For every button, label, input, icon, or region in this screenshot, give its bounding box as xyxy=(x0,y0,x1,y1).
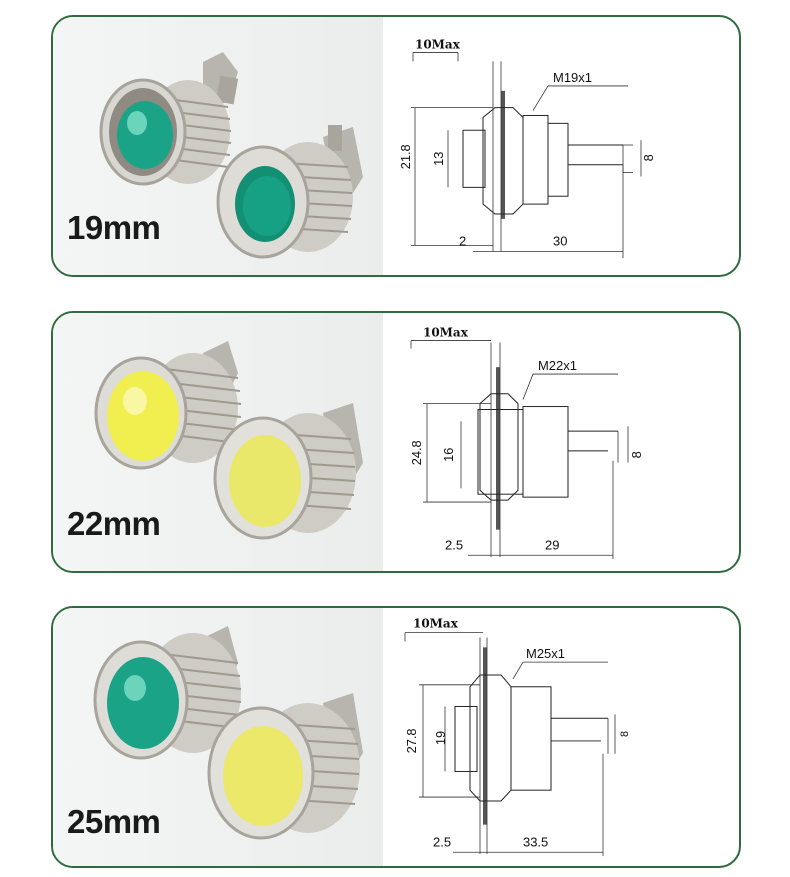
panel xyxy=(501,90,505,219)
dome-indicator-lamp-image xyxy=(99,52,239,186)
size-label: 22mm xyxy=(67,505,161,542)
length-dimension: 29 xyxy=(545,537,559,552)
technical-drawing: 10Max M19x1 21.8 13 8 2 xyxy=(383,17,739,275)
product-photo: 25mm xyxy=(53,608,383,866)
product-card-22mm: 22mm 10Max M22x1 24.8 16 8 2.5 xyxy=(51,311,741,573)
pin-dimension: 8 xyxy=(641,154,656,161)
height-dimension: 24.8 xyxy=(409,440,424,465)
pin-dimension: 8 xyxy=(629,451,644,458)
dome-indicator-lamp-image xyxy=(94,341,242,470)
technical-drawing: 10Max M22x1 24.8 16 8 2.5 29 xyxy=(383,313,739,571)
flange-dimension: 2.5 xyxy=(445,537,463,552)
dome-indicator-lamp-image xyxy=(93,626,242,760)
thread-label: M19x1 xyxy=(553,70,592,85)
length-dimension: 30 xyxy=(553,234,567,249)
max-thickness-label: 10Max xyxy=(413,617,459,631)
product-card-19mm: 19mm 10Max M19x1 21.8 13 8 xyxy=(51,15,741,277)
size-label: 19mm xyxy=(67,209,161,246)
flange-dimension: 2 xyxy=(459,234,466,249)
flange-dimension: 2.5 xyxy=(433,834,451,849)
body-dimension: 13 xyxy=(431,152,446,166)
pin-dimension: 8 xyxy=(619,731,631,737)
flat-indicator-lamp-image xyxy=(213,403,363,540)
size-label: 25mm xyxy=(67,803,161,840)
body-dimension: 16 xyxy=(441,448,456,462)
length-dimension: 33.5 xyxy=(523,834,548,849)
flat-indicator-lamp-image xyxy=(216,125,363,259)
product-photo: 22mm xyxy=(53,313,383,571)
panel xyxy=(483,647,487,825)
max-thickness-label: 10Max xyxy=(415,38,461,52)
thread-label: M22x1 xyxy=(538,358,577,373)
body-dimension: 19 xyxy=(433,731,448,745)
max-thickness-label: 10Max xyxy=(423,326,469,340)
thread-label: M25x1 xyxy=(526,646,565,661)
product-card-25mm: 25mm 10Max M25x1 27.8 19 8 2.5 xyxy=(51,606,741,868)
height-dimension: 21.8 xyxy=(398,144,413,169)
panel xyxy=(496,367,500,530)
flat-indicator-lamp-image xyxy=(207,693,363,840)
height-dimension: 27.8 xyxy=(404,728,419,753)
product-photo: 19mm xyxy=(53,17,383,275)
technical-drawing: 10Max M25x1 27.8 19 8 2.5 33.5 xyxy=(383,608,739,866)
